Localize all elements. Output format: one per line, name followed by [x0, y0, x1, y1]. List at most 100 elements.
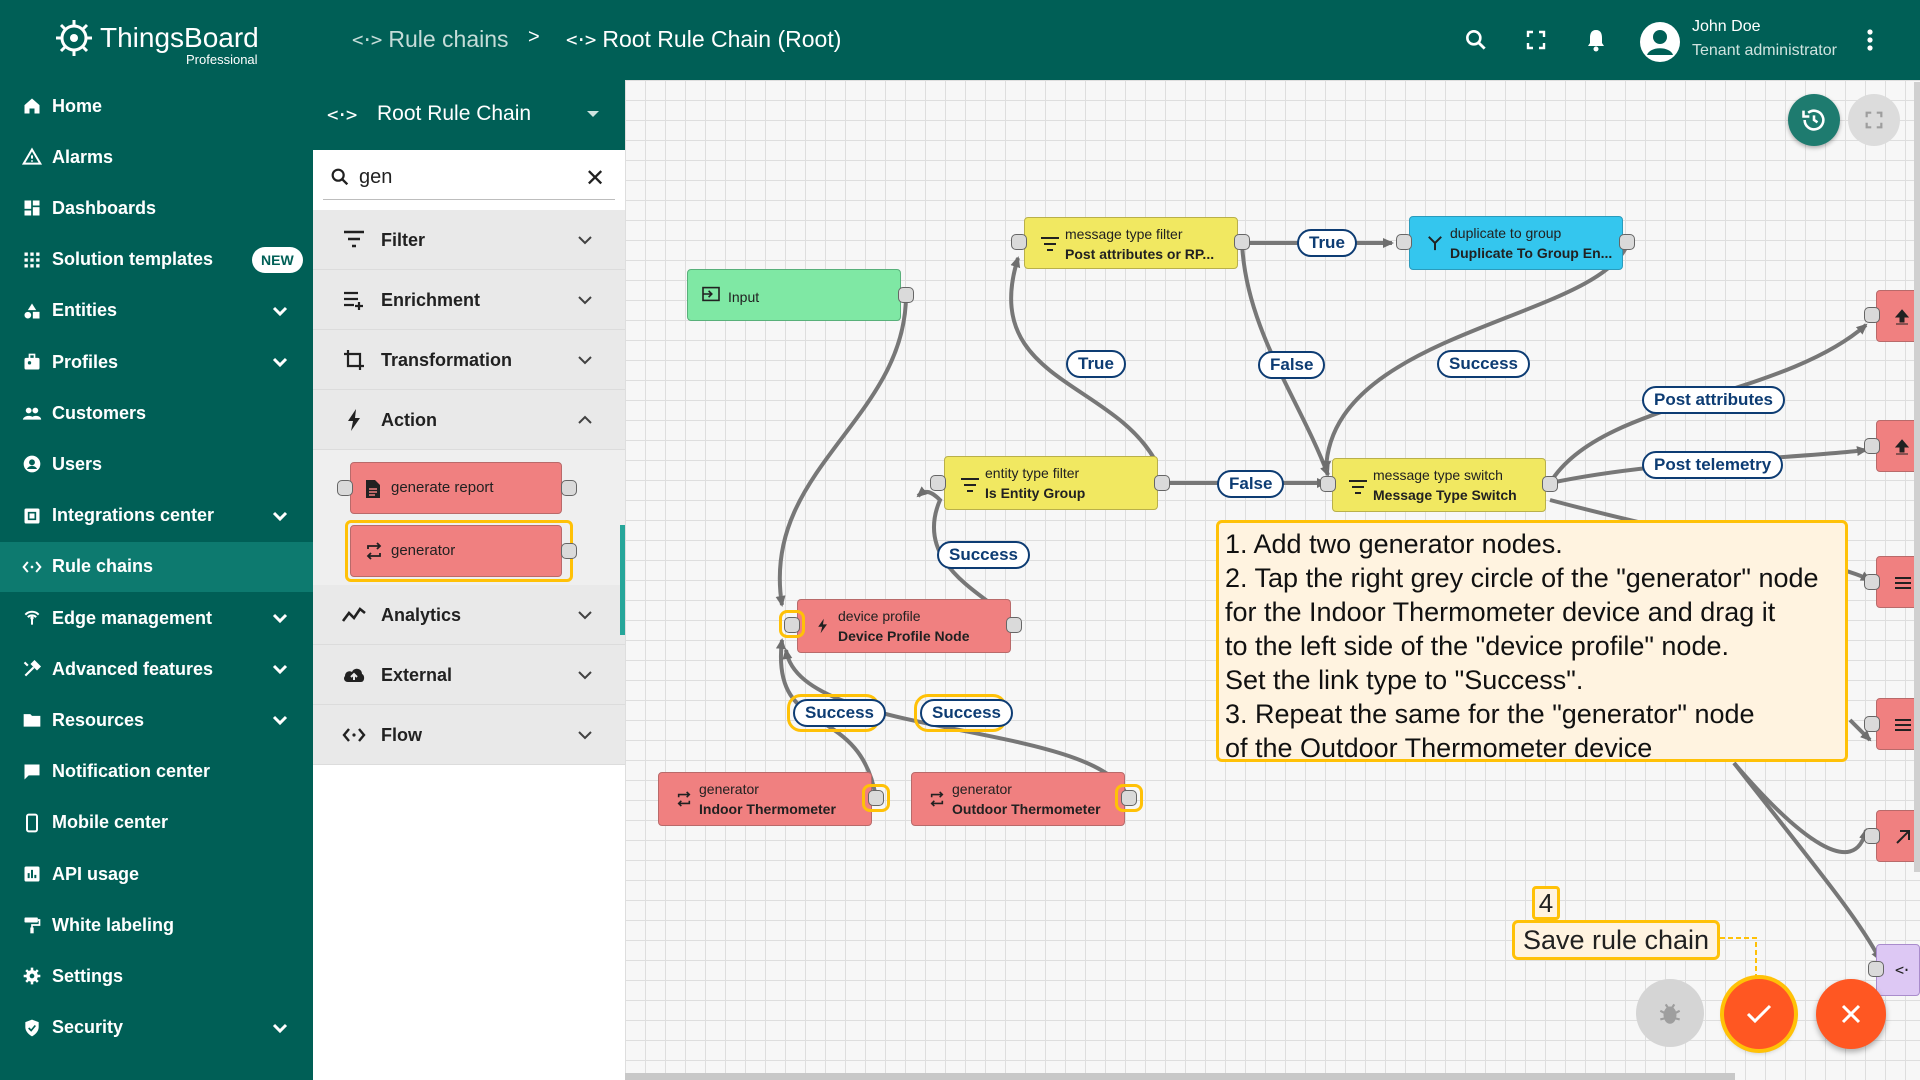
sidebar-item-customers[interactable]: Customers: [0, 388, 313, 438]
category-action[interactable]: Action: [313, 390, 625, 450]
output-port[interactable]: [1619, 234, 1635, 250]
link-label-success-outdoor[interactable]: Success: [920, 699, 1013, 727]
output-port[interactable]: [898, 287, 914, 303]
chevron-down-icon[interactable]: [270, 710, 290, 730]
link-label-success[interactable]: Success: [1437, 350, 1530, 378]
chevron-down-icon[interactable]: [270, 1018, 290, 1038]
entities-icon: [20, 299, 44, 323]
vertical-scrollbar[interactable]: [1914, 82, 1920, 872]
save-rule-chain-button[interactable]: [1724, 979, 1794, 1049]
category-external[interactable]: External: [313, 645, 625, 705]
sidebar-item-label: Customers: [52, 403, 146, 424]
chevron-down-icon[interactable]: [270, 352, 290, 372]
category-enrichment[interactable]: Enrichment: [313, 270, 625, 330]
chevron-down-icon[interactable]: [270, 608, 290, 628]
breadcrumb-rule-chains[interactable]: <·> Rule chains: [352, 26, 509, 53]
sidebar-item-label: Home: [52, 96, 102, 117]
thingsboard-logo-icon: [52, 16, 96, 60]
sidebar-item-entities[interactable]: Entities: [0, 286, 313, 336]
more-vertical-icon[interactable]: [1852, 22, 1888, 58]
horizontal-scrollbar[interactable]: [625, 1073, 1735, 1080]
category-flow[interactable]: Flow: [313, 705, 625, 765]
link-label-success-indoor[interactable]: Success: [793, 699, 886, 727]
input-port[interactable]: [1864, 438, 1880, 454]
chevron-down-icon[interactable]: [270, 301, 290, 321]
output-port[interactable]: [868, 790, 884, 806]
input-port[interactable]: [1864, 716, 1880, 732]
input-port[interactable]: [337, 480, 353, 496]
sidebar-item-notification-center[interactable]: Notification center: [0, 747, 313, 797]
output-port[interactable]: [561, 543, 577, 559]
output-port[interactable]: [1154, 475, 1170, 491]
link-label-true[interactable]: True: [1066, 350, 1126, 378]
output-port[interactable]: [1121, 790, 1137, 806]
node-input[interactable]: Input: [687, 269, 901, 321]
node-message-type-switch[interactable]: message type switchMessage Type Switch: [1332, 458, 1546, 512]
library-node-generator[interactable]: generator: [350, 525, 562, 577]
link-label-true[interactable]: True: [1297, 229, 1357, 257]
sidebar-item-dashboards[interactable]: Dashboards: [0, 183, 313, 233]
sidebar-item-edge-management[interactable]: Edge management: [0, 593, 313, 643]
input-port[interactable]: [1864, 307, 1880, 323]
library-node-generate-report[interactable]: generate report: [350, 462, 562, 514]
sidebar-item-api-usage[interactable]: API usage: [0, 849, 313, 899]
link-label-post-attributes[interactable]: Post attributes: [1642, 386, 1785, 414]
fullscreen-icon[interactable]: [1518, 22, 1554, 58]
input-port[interactable]: [1864, 828, 1880, 844]
clear-search-icon[interactable]: ✕: [585, 164, 605, 193]
chevron-down-icon[interactable]: [270, 659, 290, 679]
notifications-bell-icon[interactable]: [1578, 22, 1614, 58]
output-port[interactable]: [1006, 617, 1022, 633]
node-generator-outdoor[interactable]: generatorOutdoor Thermometer: [911, 772, 1125, 826]
debug-button[interactable]: [1636, 979, 1704, 1047]
node-message-type-filter[interactable]: message type filterPost attributes or RP…: [1024, 217, 1238, 269]
sidebar-item-resources[interactable]: Resources: [0, 695, 313, 745]
canvas-fullscreen-button[interactable]: [1848, 94, 1900, 146]
sidebar-item-security[interactable]: Security: [0, 1003, 313, 1053]
sidebar-item-mobile-center[interactable]: Mobile center: [0, 798, 313, 848]
input-port[interactable]: [1011, 234, 1027, 250]
node-duplicate-to-group[interactable]: duplicate to groupDuplicate To Group En.…: [1409, 216, 1623, 270]
sidebar-item-white-labeling[interactable]: White labeling: [0, 900, 313, 950]
user-menu[interactable]: John Doe Tenant administrator: [1640, 18, 1850, 64]
node-search-input[interactable]: [359, 162, 569, 192]
node-generator-indoor[interactable]: generatorIndoor Thermometer: [658, 772, 872, 826]
input-port[interactable]: [1396, 234, 1412, 250]
sidebar-item-settings[interactable]: Settings: [0, 951, 313, 1001]
input-port[interactable]: [1868, 961, 1884, 977]
search-icon[interactable]: [1458, 22, 1494, 58]
output-port[interactable]: [1234, 234, 1250, 250]
dropdown-arrow-icon[interactable]: [587, 111, 599, 117]
output-port[interactable]: [561, 480, 577, 496]
version-history-button[interactable]: [1788, 94, 1840, 146]
input-port[interactable]: [1320, 476, 1336, 492]
chevron-down-icon[interactable]: [270, 506, 290, 526]
node-device-profile[interactable]: device profileDevice Profile Node: [797, 599, 1011, 653]
category-transformation[interactable]: Transformation: [313, 330, 625, 390]
category-filter[interactable]: Filter: [313, 210, 625, 270]
sidebar-item-alarms[interactable]: Alarms: [0, 132, 313, 182]
input-port[interactable]: [1864, 574, 1880, 590]
sidebar-item-home[interactable]: Home: [0, 81, 313, 131]
sidebar-item-rule-chains[interactable]: Rule chains: [0, 542, 313, 592]
sidebar-item-advanced-features[interactable]: Advanced features: [0, 644, 313, 694]
link-label-false[interactable]: False: [1258, 351, 1325, 379]
link-label-post-telemetry[interactable]: Post telemetry: [1642, 451, 1783, 479]
sidebar-item-integrations-center[interactable]: Integrations center: [0, 491, 313, 541]
thingsboard-logo[interactable]: ThingsBoard Professional: [52, 14, 272, 68]
link-label-false[interactable]: False: [1217, 470, 1284, 498]
save-rule-chain-tooltip: Save rule chain: [1512, 920, 1720, 960]
sidebar-item-solution-templates[interactable]: Solution templatesNEW: [0, 235, 313, 285]
code-brackets-icon: <·>: [352, 29, 380, 51]
rule-chain-selector[interactable]: <·> Root Rule Chain: [313, 80, 625, 150]
input-port[interactable]: [784, 617, 800, 633]
link-label-success[interactable]: Success: [937, 541, 1030, 569]
sidebar-item-profiles[interactable]: Profiles: [0, 337, 313, 387]
sidebar-item-users[interactable]: Users: [0, 439, 313, 489]
output-port[interactable]: [1542, 476, 1558, 492]
category-analytics[interactable]: Analytics: [313, 585, 625, 645]
discard-changes-button[interactable]: [1816, 979, 1886, 1049]
input-port[interactable]: [930, 475, 946, 491]
node-entity-type-filter[interactable]: entity type filterIs Entity Group: [944, 456, 1158, 510]
tools-icon: [20, 657, 44, 681]
